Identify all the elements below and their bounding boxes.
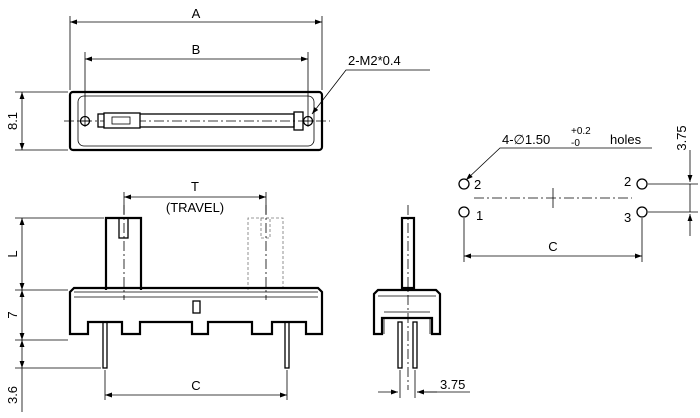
holes-word: holes <box>610 132 642 147</box>
pin-3-label: 3 <box>624 210 631 225</box>
pcb-hole-2-left <box>458 178 470 190</box>
dim-t-label: T <box>191 179 199 194</box>
dim-3-6-label: 3.6 <box>5 386 20 404</box>
front-lever-notch <box>118 217 129 239</box>
travel-label: (TRAVEL) <box>166 200 224 215</box>
dim-a-label: A <box>192 6 201 21</box>
slider-lever-grip <box>111 116 131 125</box>
dim-c-front-label: C <box>191 378 200 393</box>
holes-leader <box>465 147 652 181</box>
tolerance-minus: -0 <box>571 138 580 149</box>
holes-prefix: 4-∅1.50 <box>502 132 550 147</box>
side-body <box>372 288 442 336</box>
screw-leader <box>311 69 430 115</box>
pcb-hole-2-right <box>636 178 648 190</box>
top-view: A B 2-M2*0.4 8.1 <box>5 6 430 152</box>
pin-1-label: 1 <box>476 208 483 223</box>
dim-c-pcb-label: C <box>548 239 557 254</box>
dim-3-75-side-label: 3.75 <box>440 377 465 392</box>
front-body <box>68 286 324 336</box>
front-body-window <box>192 300 201 314</box>
front-view: T (TRAVEL) L 7 3.6 C <box>5 179 324 412</box>
tolerance-plus: +0.2 <box>571 126 591 137</box>
front-lever <box>104 216 143 290</box>
side-pin-left <box>397 321 403 369</box>
dim-l-label: L <box>5 250 20 257</box>
side-view: 3.75 <box>372 205 470 398</box>
front-pin-left <box>102 321 108 369</box>
pin-2-right-label: 2 <box>624 174 631 189</box>
side-pin-right <box>412 321 418 369</box>
front-lever-phantom <box>247 217 284 290</box>
front-lever-phantom-notch <box>260 217 271 239</box>
front-pin-right <box>284 321 290 369</box>
pcb-layout: 2 1 2 3 4-∅1.50 +0.2 -0 holes 3.75 C <box>458 125 698 262</box>
pcb-hole-1 <box>458 206 470 218</box>
dim-3-75-pcb-label: 3.75 <box>674 125 689 150</box>
screw-note: 2-M2*0.4 <box>348 53 401 68</box>
dim-7-label: 7 <box>5 311 20 318</box>
pcb-hole-3 <box>636 206 648 218</box>
dim-b-label: B <box>192 42 201 57</box>
pin-2-left-label: 2 <box>474 177 481 192</box>
dim-8-1-label: 8.1 <box>5 112 20 130</box>
slider-lever <box>103 112 141 129</box>
